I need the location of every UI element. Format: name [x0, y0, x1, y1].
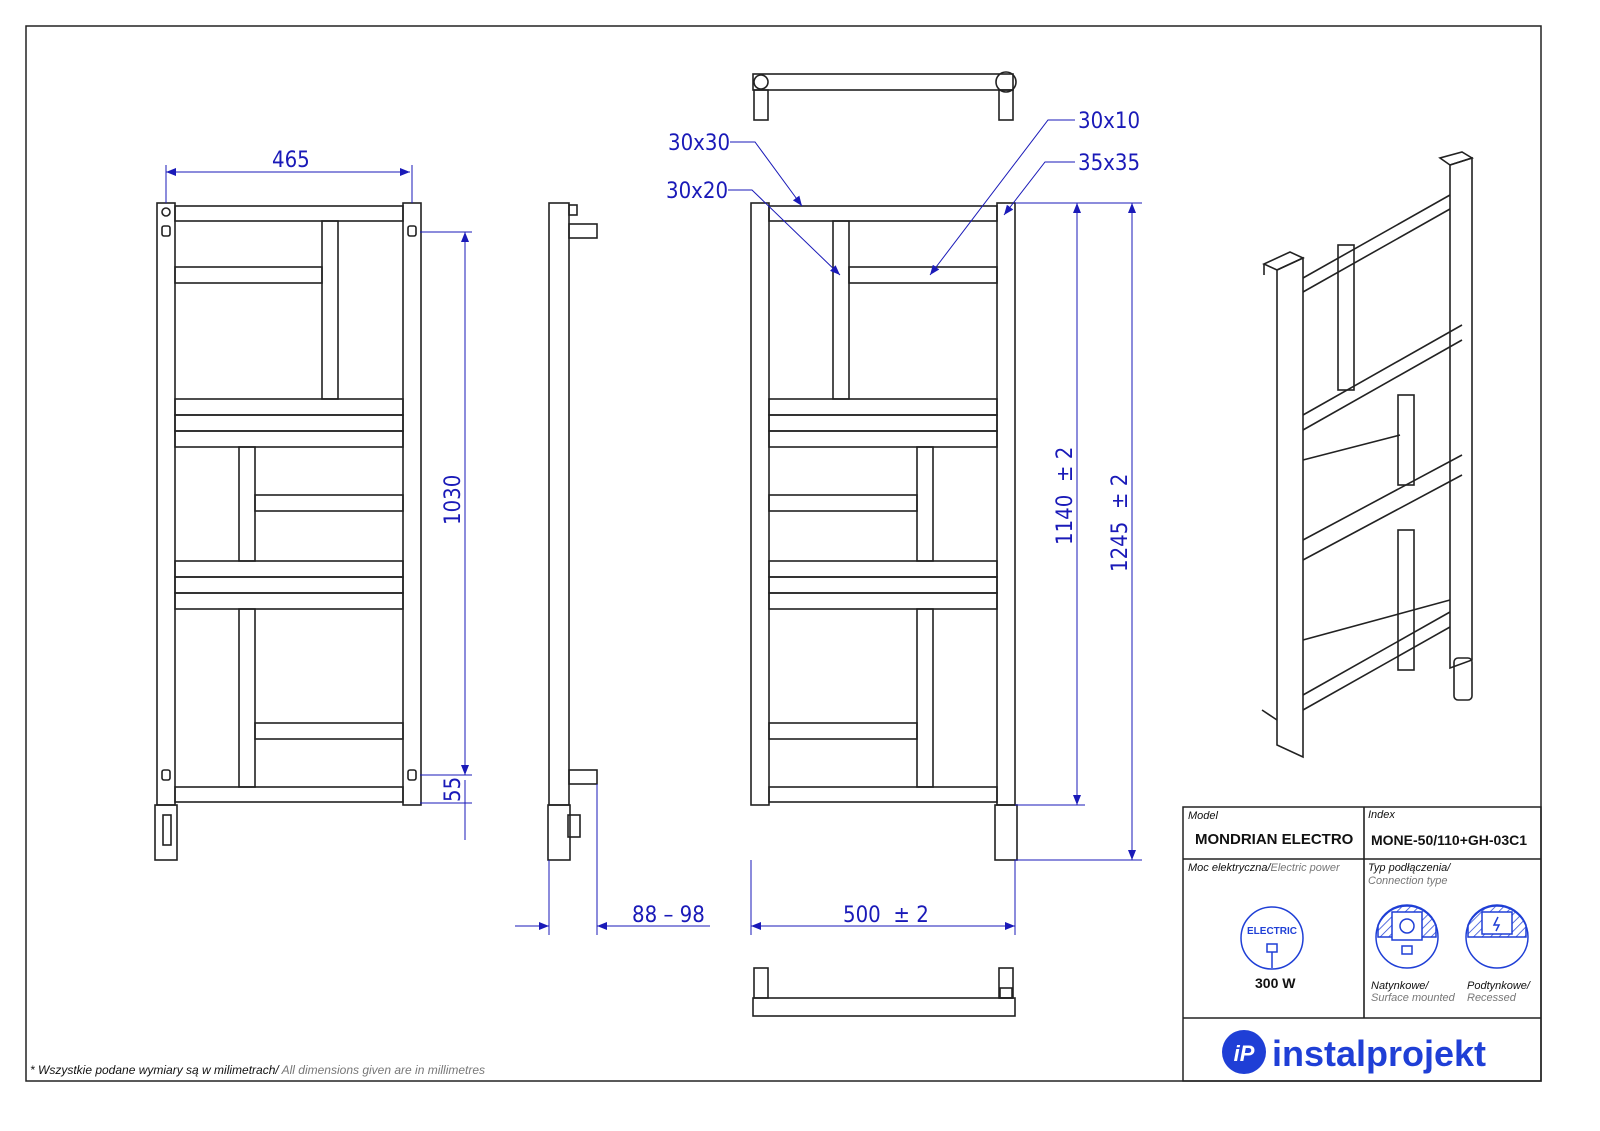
connection-type-recessed-en: Recessed	[1467, 992, 1516, 1004]
connection-label-pl: Typ podłączenia/	[1368, 862, 1451, 874]
model-value: MONDRIAN ELECTRO	[1195, 831, 1354, 848]
electric-icon-text: ELECTRIC	[1247, 926, 1297, 937]
instalprojekt-logo-mark: iP	[1222, 1030, 1266, 1074]
footnote: * Wszystkie podane wymiary są w milimetr…	[30, 1063, 485, 1077]
connection-type-surface-en: Surface mounted	[1371, 992, 1455, 1004]
top-view	[752, 71, 1017, 121]
power-label: Moc elektryczna/Electric power	[1188, 862, 1340, 874]
label-profile-35x35: 35x35	[1078, 151, 1140, 176]
logo-mark-text: iP	[1234, 1041, 1255, 1066]
label-profile-30x10: 30x10	[1078, 109, 1140, 134]
title-block-frame	[1182, 806, 1542, 1082]
isometric-view	[1261, 151, 1474, 759]
dimension-lines	[165, 119, 1142, 935]
surface-mounted-icon	[1375, 904, 1439, 969]
connection-type-surface-pl: Natynkowe/	[1371, 980, 1429, 992]
footnote-pl: * Wszystkie podane wymiary są w milimetr…	[30, 1063, 279, 1077]
dim-depth: 88 – 98	[632, 903, 705, 928]
label-profile-30x30: 30x30	[668, 131, 730, 156]
side-view	[547, 202, 598, 861]
connection-label-en: Connection type	[1368, 875, 1448, 887]
dim-height-mount: 1030	[441, 475, 466, 525]
bottom-view	[752, 967, 1016, 1017]
dim-height-total: 1245 ± 2	[1108, 474, 1133, 572]
logo-text: instalprojekt	[1272, 1033, 1486, 1074]
recessed-icon	[1465, 904, 1529, 969]
index-value: MONE-50/110+GH-03C1	[1371, 832, 1528, 848]
dim-total-width: 500 ± 2	[843, 903, 929, 928]
front-view-left	[154, 202, 422, 861]
footnote-en: All dimensions given are in millimetres	[278, 1063, 486, 1077]
dim-height-body: 1140 ± 2	[1053, 447, 1078, 545]
dim-width: 465	[272, 148, 310, 173]
model-label: Model	[1188, 810, 1218, 822]
power-label-pl: Moc elektryczna/	[1188, 862, 1271, 874]
power-label-en: Electric power	[1270, 862, 1340, 874]
label-profile-30x20: 30x20	[666, 179, 728, 204]
front-view-main	[750, 202, 1018, 861]
index-label: Index	[1368, 809, 1395, 821]
electric-plug-icon	[1240, 906, 1304, 970]
power-value: 300 W	[1255, 975, 1296, 991]
sheet-border	[25, 25, 1542, 1082]
connection-type-recessed-pl: Podtynkowe/	[1467, 980, 1530, 992]
dim-bottom-offset: 55	[441, 777, 466, 802]
